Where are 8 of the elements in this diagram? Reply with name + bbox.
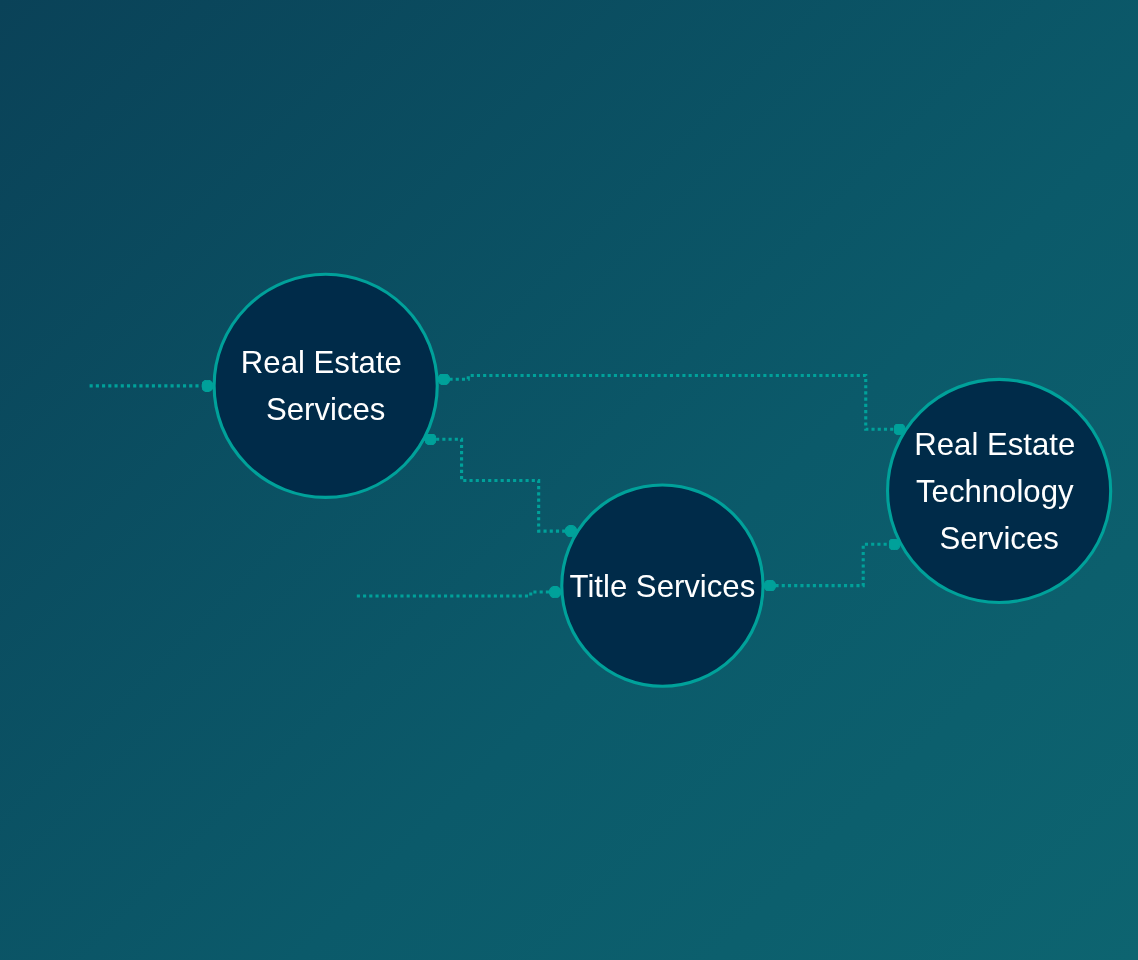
connector — [437, 372, 907, 436]
diagram: Real Estate Services Title Services Real Estate Technology Services — [19, 265, 1119, 695]
connector — [356, 585, 562, 599]
connector — [763, 537, 902, 592]
node-circle — [212, 272, 439, 499]
connector — [423, 432, 578, 538]
node-circle — [560, 483, 765, 688]
node-circle — [886, 377, 1113, 604]
